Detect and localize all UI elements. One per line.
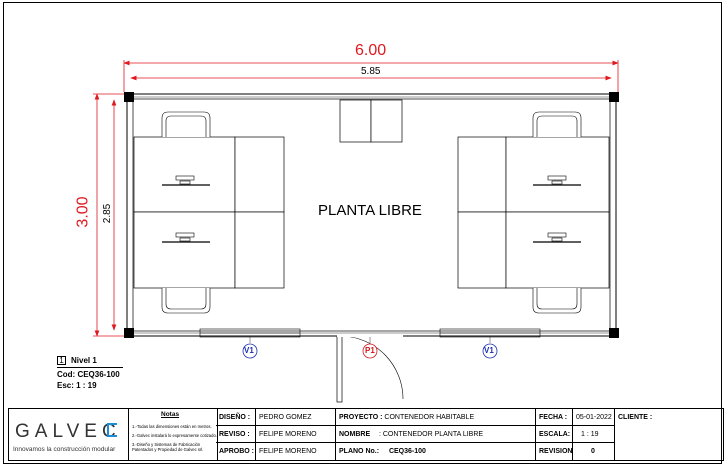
left-desks [133,136,285,289]
note-2: 2.-Galvec instalará lo expresamente coti… [132,433,217,438]
right-desks [457,136,610,289]
cliente-label: CLIENTE : [618,414,653,421]
note-3: 3.-Diseño y Sistemas de Fabricación [132,442,201,447]
inner-height-label: 2.85 [102,203,114,224]
door-tag-label: P1 [365,346,375,355]
chair-bottom-left [161,288,211,314]
chair-top-left [161,111,211,137]
window-tag-right-label: V1 [484,346,494,355]
room-label: PLANTA LIBRE [318,202,422,219]
proyecto-label: PROYECTO : [339,414,383,421]
chair-bottom-right [532,288,582,314]
revision-label: REVISION: [536,443,573,460]
logo: GALVEC [15,421,121,442]
overall-width-label: 6.00 [355,42,387,59]
revision-value: 0 [573,443,615,460]
aprobo-label: APROBO : [216,443,256,460]
overall-height-label: 3.00 [74,196,92,228]
level-code: Cod: CEQ36-100 [57,370,120,379]
proyecto-row: PROYECTO : CONTENEDOR HABITABLE [336,409,536,426]
title-block: GALVEC Innovamos la construcción modular… [8,408,724,461]
logo-accent [107,423,117,437]
reviso-value: FELIPE MORENO [256,426,336,443]
level-number: 1 [59,356,64,365]
notes-title: Notas [161,411,180,418]
diseno-label: DISEÑO : [216,409,256,426]
nombre-label: NOMBRE [339,431,371,438]
plano-label: PLANO No.: [339,448,380,455]
window-tag-right [482,343,498,359]
monitor-bottom-right [533,232,581,243]
plano-value: CEQ36-100 [388,448,426,455]
top-cabinet [339,99,403,143]
aprobo-value: FELIPE MORENO [256,443,336,460]
window-tag-left [242,343,258,359]
escala-value: 1 : 19 [573,426,615,443]
proyecto-value: CONTENEDOR HABITABLE [384,414,475,421]
plano-row: PLANO No.: CEQ36-100 [336,443,536,460]
level-number-box: 1 [57,356,66,365]
monitor-top-left [162,175,210,186]
overall-height-dimension [93,93,125,337]
level-underline [57,367,123,368]
monitor-bottom-left [162,232,210,243]
fecha-value: 05-01-2022 [573,409,615,426]
reviso-label: REVISO : [216,426,256,443]
window-tag-left-label: V1 [244,346,254,355]
escala-label: ESCALA: [536,426,573,443]
drawing-sheet [3,2,722,464]
level-scale: Esc: 1 : 19 [57,381,97,390]
note-4: Patentados y Propiedad de Galvec srl. [132,447,204,452]
corner-posts [124,92,619,338]
diseno-value: PEDRO GOMEZ [256,409,336,426]
nombre-value: : CONTENEDOR PLANTA LIBRE [378,431,484,438]
fecha-label: FECHA : [536,409,573,426]
overall-width-dimension [123,60,619,92]
door-tag [362,343,378,359]
logo-tagline: Innovamos la construcción modular [13,446,116,453]
notes-panel [128,409,218,460]
door [336,335,404,403]
level-name: Nivel 1 [71,356,97,365]
inner-width-label: 5.85 [361,66,381,77]
monitor-top-right [533,175,581,186]
nombre-row: NOMBRE : CONTENEDOR PLANTA LIBRE [336,426,536,443]
chair-top-right [532,111,582,137]
note-1: 1.-Todas las dimensiones están en metros… [132,424,212,429]
